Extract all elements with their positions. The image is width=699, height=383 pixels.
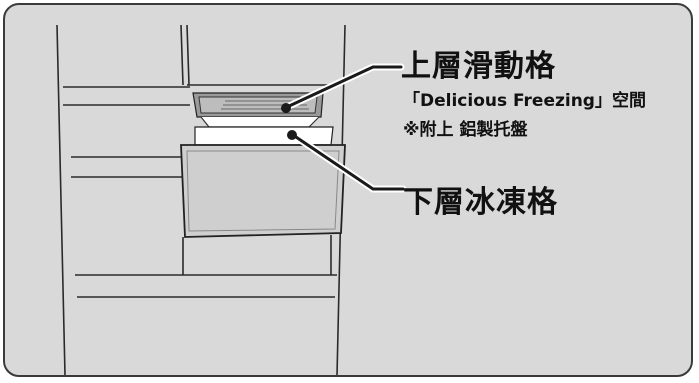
leader-dot-lower: [287, 130, 297, 140]
upper-drawer-note: ※附上 鋁製托盤: [403, 120, 528, 140]
leader-dot-upper: [281, 103, 291, 113]
lower-drawer-box: [180, 126, 346, 238]
fridge-illustration: [56, 24, 407, 375]
upper-drawer-tray: [192, 92, 324, 128]
lower-drawer-label: 下層冰凍格: [403, 185, 558, 220]
diagram-frame: 上層滑動格 「Delicious Freezing」空間 ※附上 鋁製托盤 下層…: [3, 3, 693, 377]
upper-drawer-detail: 「Delicious Freezing」空間: [403, 91, 646, 111]
upper-drawer-label: 上層滑動格: [401, 49, 556, 84]
